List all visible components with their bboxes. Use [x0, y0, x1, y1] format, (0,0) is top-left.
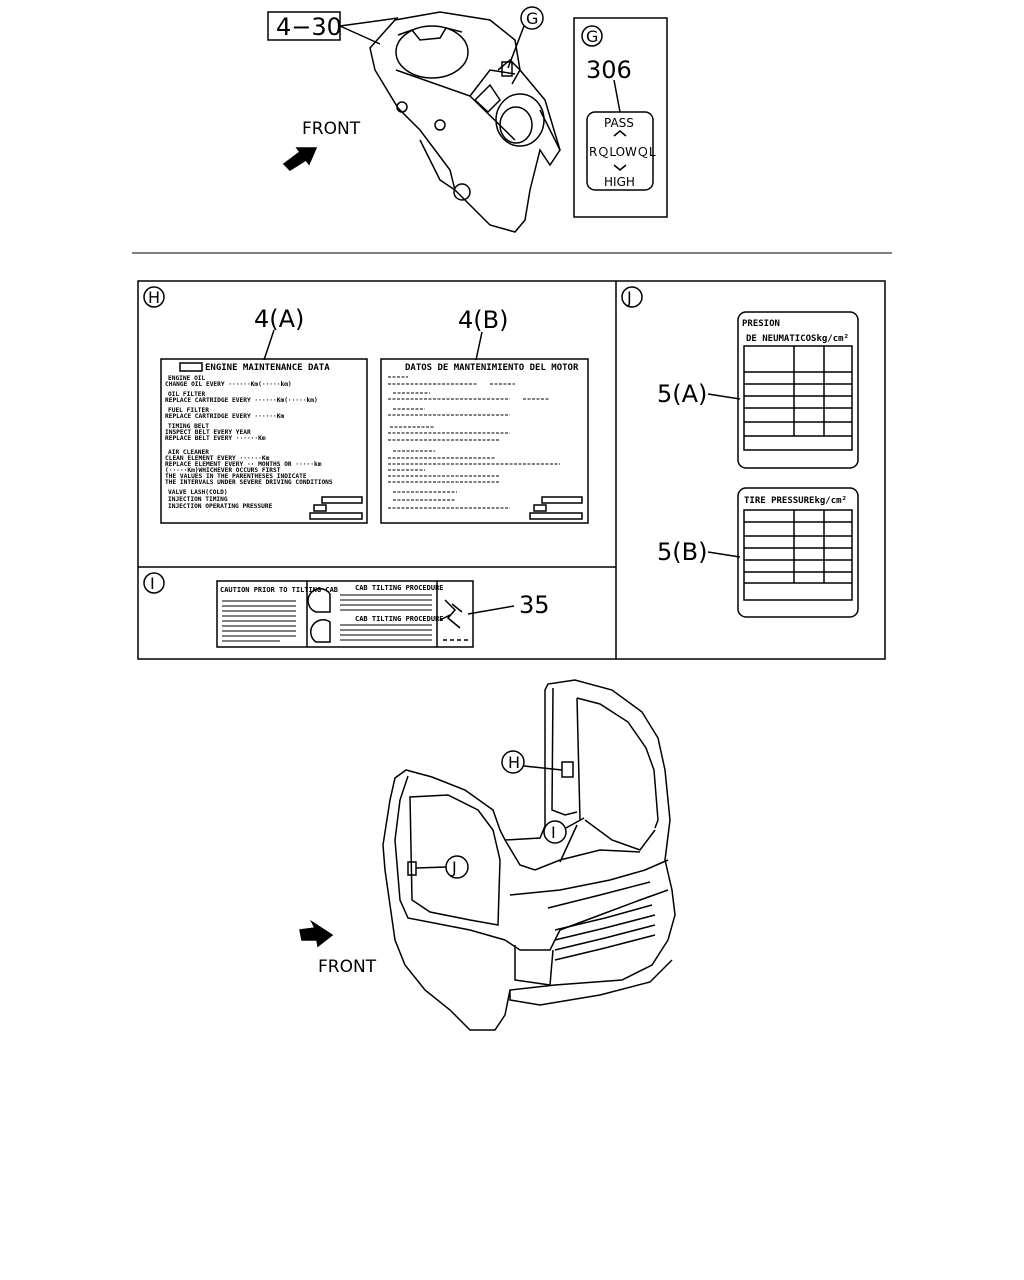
label-4a-line: TIMING BELT — [168, 423, 209, 430]
dimmer-pass: PASS — [604, 116, 634, 130]
front-label-bottom: FRONT — [318, 957, 377, 977]
label-4a-title: ENGINE MAINTENANCE DATA — [205, 363, 330, 373]
label-35-right-title2: CAB TILTING PROCEDURE — [355, 615, 444, 623]
label-4a-line: CHANGE OIL EVERY ······Km(·····km) — [165, 381, 292, 388]
label-4a-line: ENGINE OIL — [168, 375, 206, 382]
callout-g-text: G — [526, 9, 538, 28]
label-4a-line: CLEAN ELEMENT EVERY ······Km — [165, 455, 270, 462]
label-35-cab-tilting — [216, 580, 474, 648]
label-35-left-title: CAUTION PRIOR TO TILTING CAB — [220, 586, 338, 594]
detail-g-text: G — [586, 27, 598, 46]
label-4a-line: VALVE LASH(COLD) — [168, 489, 228, 496]
label-4b-datos-mantenimiento — [380, 358, 589, 524]
detail-g-box — [573, 17, 668, 218]
label-5a-presion-neumaticos — [737, 311, 859, 469]
label-4a-line: THE VALUES IN THE PARENTHESES INDICATE — [165, 473, 307, 480]
label-4a-line: INJECTION OPERATING PRESSURE — [168, 503, 273, 510]
panel-j-text: J — [626, 288, 632, 307]
cab-callout-i-text: I — [551, 823, 556, 842]
label-4a-line: FUEL FILTER — [168, 407, 209, 414]
label-4a-line: (·····Km)WHICHEVER OCCURS FIRST — [165, 467, 281, 474]
front-label-top: FRONT — [302, 119, 361, 139]
cab-callout-j-text: J — [451, 858, 457, 877]
label-4a-line: REPLACE CARTRIDGE EVERY ······Km(·····km… — [165, 397, 318, 404]
callout-h-circle — [143, 286, 165, 308]
label-5b-tire-pressure — [737, 487, 859, 618]
ref-306: 306 — [586, 56, 632, 84]
ref-35: 35 — [519, 591, 550, 619]
switch-bracket-illustration — [369, 11, 561, 233]
dimmer-low: RＱLOWＱL — [589, 145, 656, 159]
ref-4a: 4(A) — [254, 305, 304, 333]
cab-callout-i — [543, 820, 567, 844]
label-4a-line: REPLACE ELEMENT EVERY ·· MONTHS OR ·····… — [165, 461, 322, 468]
cab-callout-j — [445, 855, 469, 879]
panel-i-text: I — [150, 574, 155, 593]
callout-i-circle — [143, 572, 165, 594]
ref-5a: 5(A) — [657, 380, 707, 408]
label-5a-line2: DE NEUMATICOSkg/cm² — [746, 334, 849, 344]
label-5b-line1: TIRE PRESSUREkg/cm² — [744, 496, 847, 506]
label-5a-line1: PRESION — [742, 319, 780, 329]
ref-5b: 5(B) — [657, 538, 707, 566]
panel-h-text: H — [148, 288, 160, 307]
label-4a-line: INSPECT BELT EVERY YEAR — [165, 429, 251, 436]
label-4a-line: THE INTERVALS UNDER SEVERE DRIVING CONDI… — [165, 479, 333, 486]
label-4a-line: REPLACE CARTRIDGE EVERY ······Km — [165, 413, 284, 420]
dimmer-switch-label — [586, 111, 654, 191]
label-4b-title: DATOS DE MANTENIMIENTO DEL MOTOR — [405, 363, 579, 373]
label-4a-line: REPLACE BELT EVERY ······Km — [165, 435, 266, 442]
ref-4-30: 4−30 — [276, 13, 342, 41]
cab-callout-h — [501, 750, 525, 774]
front-arrow-bottom — [299, 919, 334, 948]
label-4a-line: INJECTION TIMING — [168, 496, 228, 503]
panel-frame — [137, 280, 886, 660]
label-35-right-title1: CAB TILTING PROCEDURE — [355, 584, 444, 592]
label-4a-line: OIL FILTER — [168, 391, 206, 398]
callout-g-circle — [520, 6, 544, 30]
dimmer-high: HIGH — [604, 175, 635, 189]
label-4a-line: AIR CLEANER — [168, 449, 209, 456]
cab-callout-h-text: H — [508, 753, 520, 772]
ref-4b: 4(B) — [458, 306, 508, 334]
truck-cab-illustration — [382, 679, 676, 1031]
label-4a-engine-maintenance — [160, 358, 368, 524]
callout-j-circle — [621, 286, 643, 308]
front-arrow-top — [282, 147, 318, 171]
